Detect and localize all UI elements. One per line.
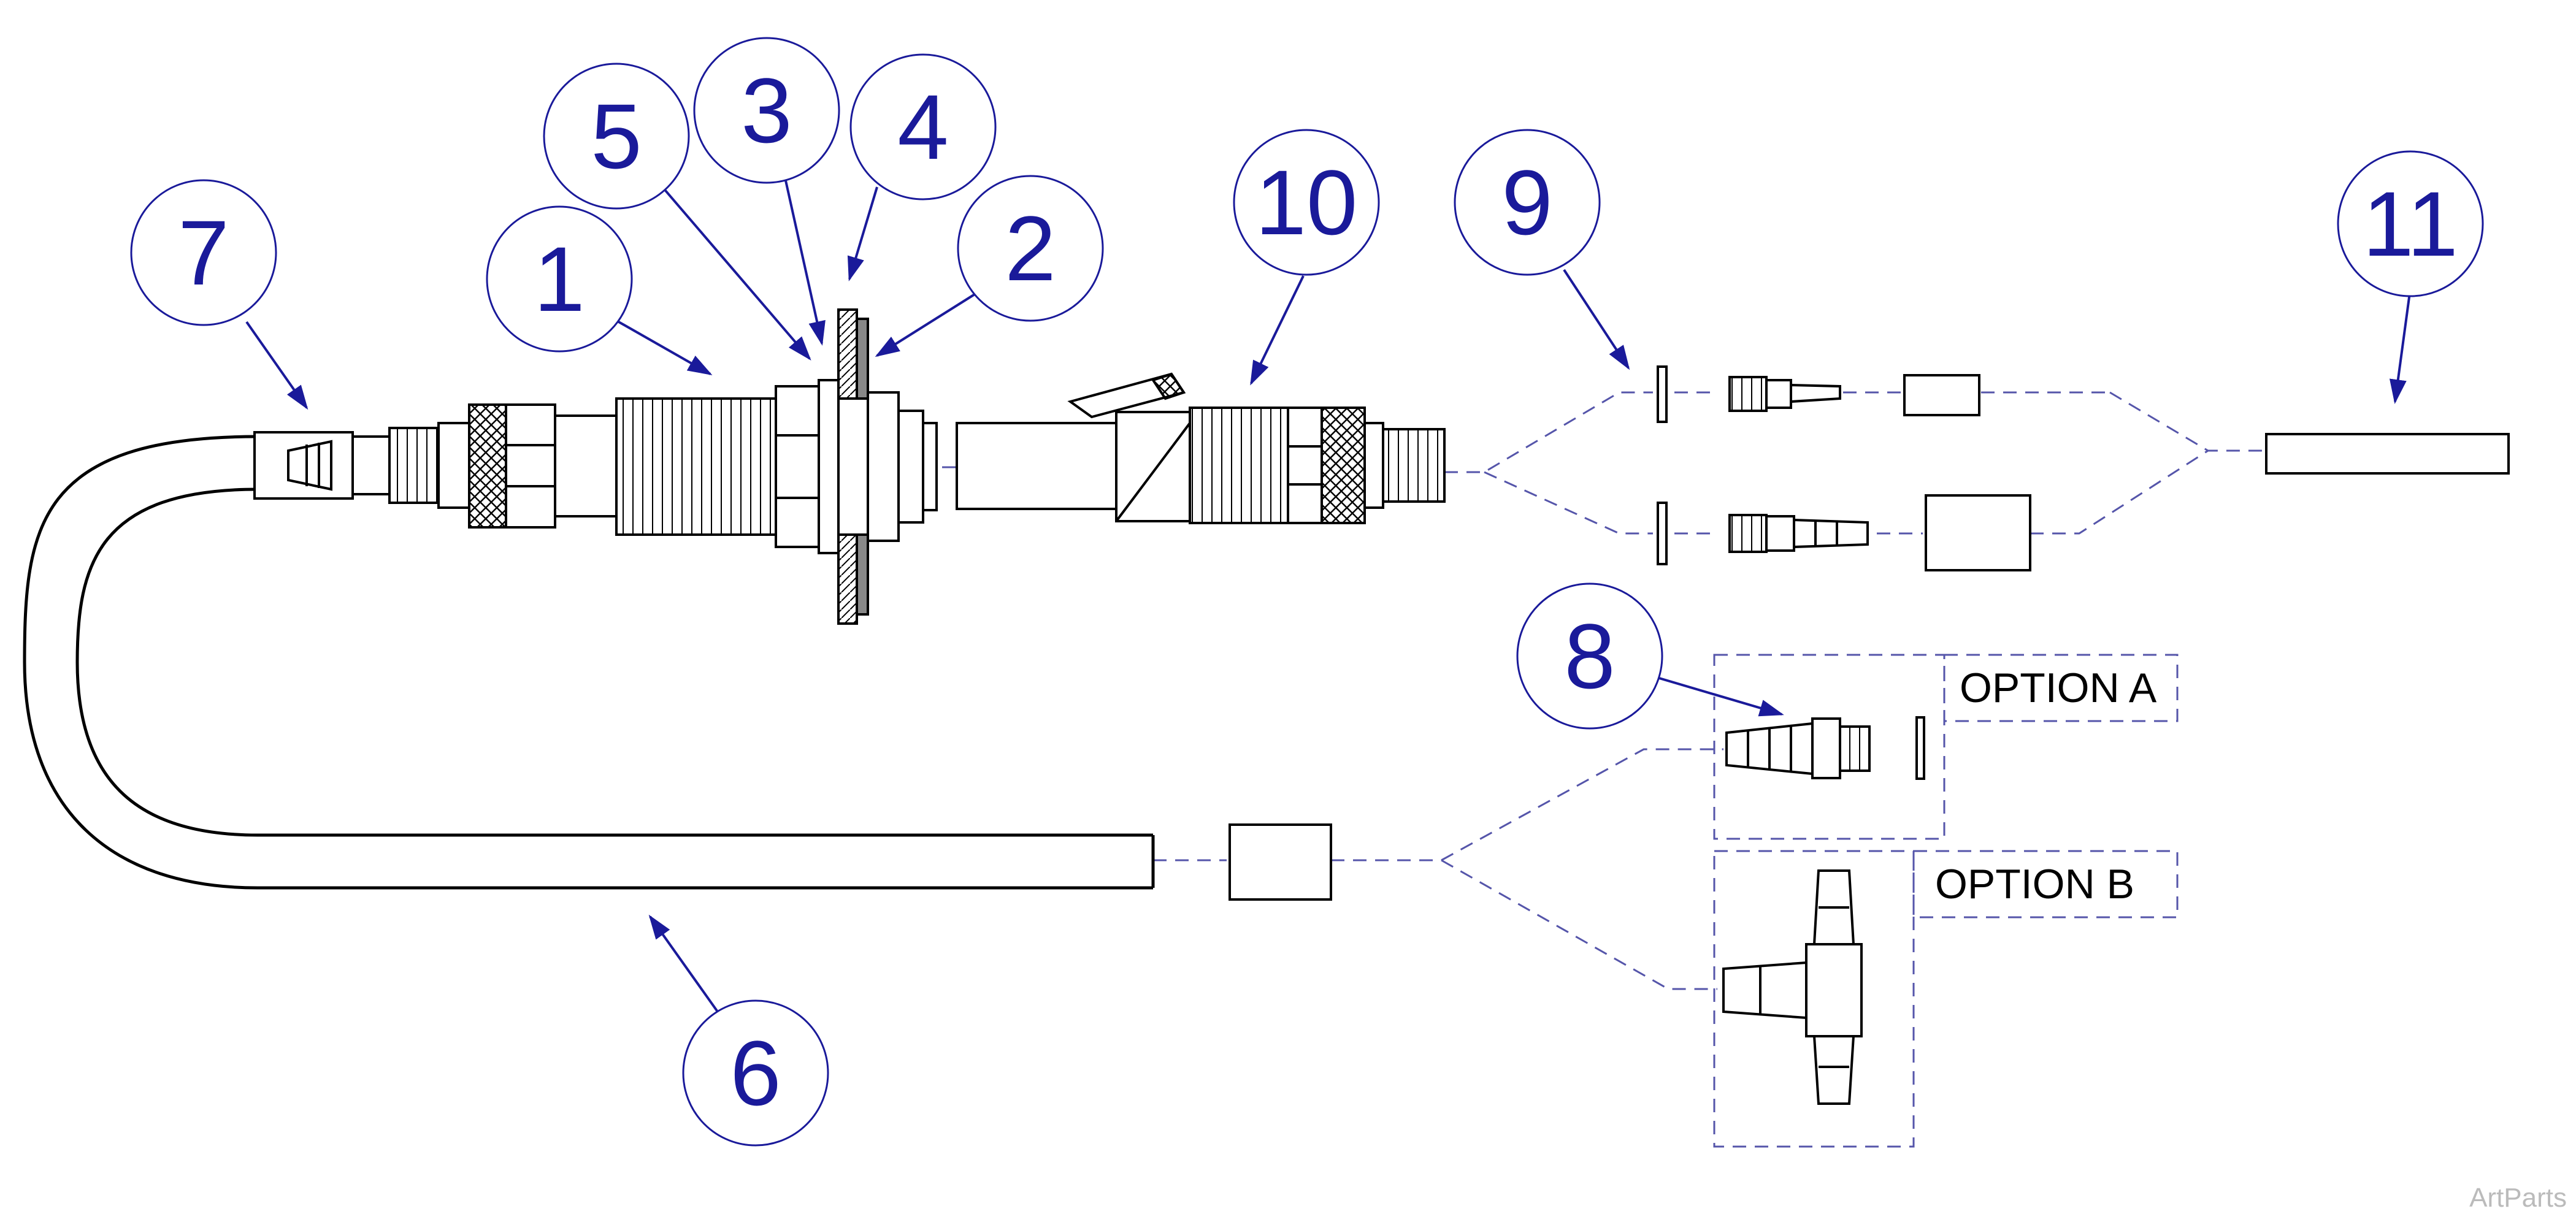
callout-label-8: 8 — [1564, 605, 1615, 708]
callout-label-3: 3 — [741, 59, 792, 162]
callout-7 — [130, 179, 277, 326]
artparts-watermark: ArtParts — [2469, 1183, 2567, 1213]
item-11-tube — [2265, 433, 2510, 475]
callout-6 — [682, 999, 829, 1147]
callout-5 — [543, 63, 690, 210]
option-a-label: OPTION A — [1960, 665, 2157, 711]
option-b-label: OPTION B — [1935, 861, 2134, 907]
callout-label-2: 2 — [1005, 197, 1056, 300]
callout-8 — [1516, 582, 1663, 730]
callout-label-11: 11 — [2363, 172, 2458, 275]
quick-disconnect-coupling — [956, 372, 1446, 524]
callout-label-7: 7 — [178, 201, 229, 304]
callout-label-6: 6 — [730, 1022, 781, 1125]
callout-11 — [2337, 150, 2484, 297]
callout-label-10: 10 — [1255, 151, 1358, 254]
callout-label-5: 5 — [591, 85, 642, 188]
option-b-tee-fitting — [1722, 869, 1863, 1105]
callout-label-4: 4 — [897, 75, 948, 178]
hose-tube — [23, 435, 1155, 890]
bulkhead-fitting — [468, 308, 938, 625]
item-9-lower-parts — [1657, 494, 2031, 571]
callout-9 — [1454, 129, 1601, 276]
item-9-upper-parts — [1657, 365, 1980, 423]
dashed-connectors — [920, 391, 2263, 1148]
callout-10 — [1233, 129, 1380, 276]
callout-4 — [849, 53, 997, 200]
option-a-fitting — [1725, 716, 1925, 780]
leader-lines — [245, 177, 2412, 1013]
callout-label-9: 9 — [1501, 151, 1552, 254]
callout-label-1: 1 — [534, 227, 585, 330]
callout-labels: 7 1 5 3 4 2 10 9 11 8 6 — [178, 59, 2458, 1125]
callout-bubbles — [130, 37, 2484, 1147]
coupler-sleeve — [1229, 823, 1332, 901]
hose-barb-fitting — [253, 422, 470, 509]
callout-1 — [486, 205, 633, 353]
callout-3 — [693, 37, 840, 184]
callout-2 — [957, 175, 1104, 322]
